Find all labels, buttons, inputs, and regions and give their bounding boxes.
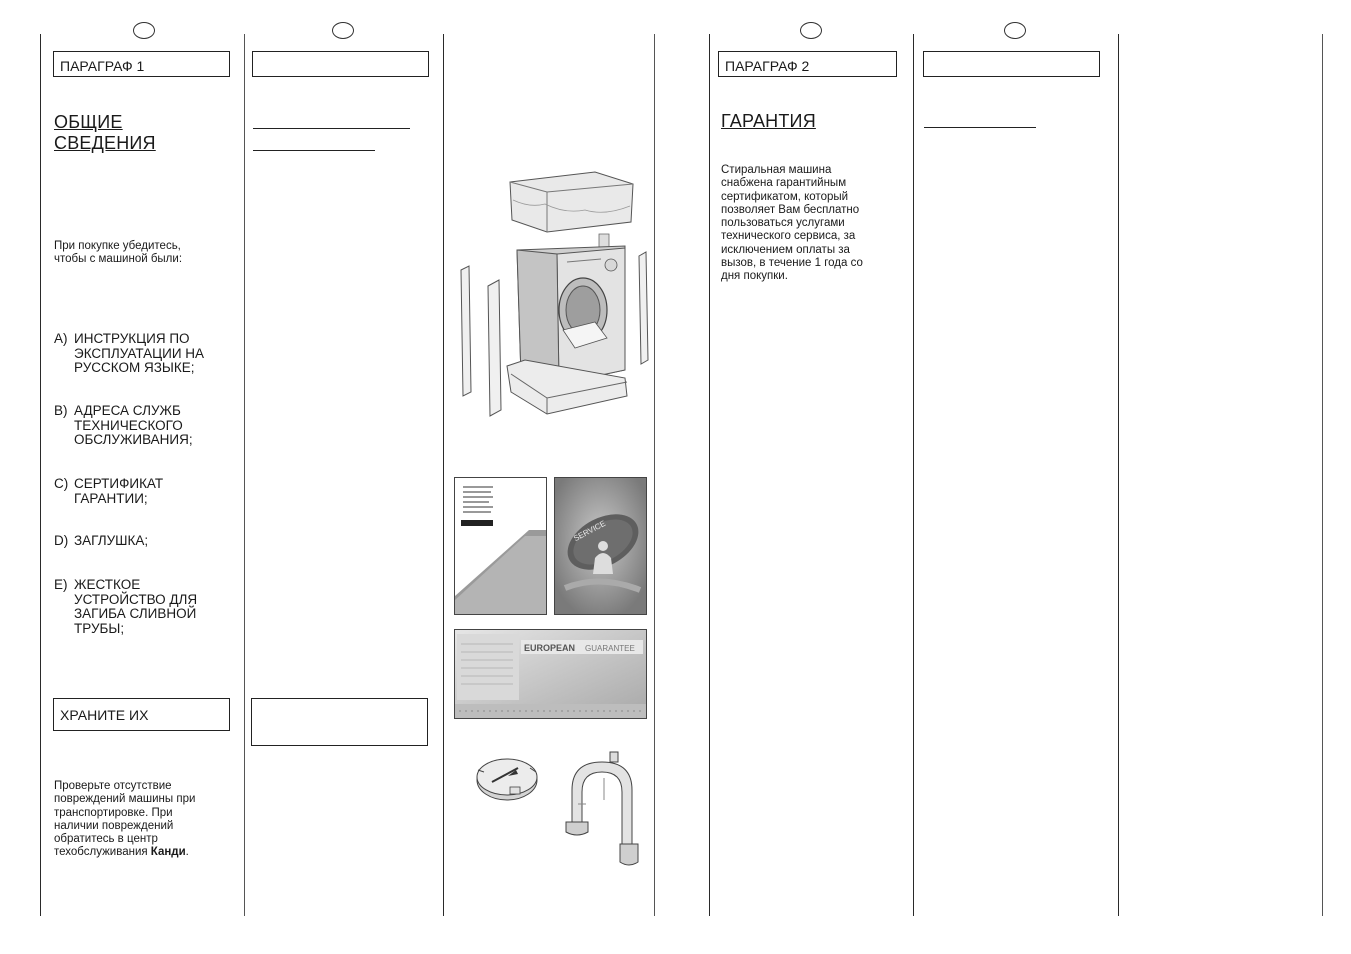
section-title: ОБЩИЕ СВЕДЕНИЯ xyxy=(54,112,156,154)
warranty-line: исключением оплаты за xyxy=(721,243,850,256)
packaging-base-tray xyxy=(506,359,628,415)
language-marker-oval xyxy=(133,22,155,39)
list-item-line: СЕРТИФИКАТ xyxy=(74,476,164,491)
title-placeholder-rule xyxy=(253,128,410,129)
check-line: Проверьте отсутствие xyxy=(54,780,172,792)
column-divider xyxy=(443,34,444,916)
warranty-text: Стиральная машина снабжена гарантийным с… xyxy=(721,164,863,284)
warranty-line: вызов, в течение 1 года со xyxy=(721,257,863,270)
warranty-certificate-image: EUROPEAN GUARANTEE xyxy=(454,629,647,719)
drain-plug-image xyxy=(476,758,538,801)
damage-check-text: Проверьте отсутствие повреждений машины … xyxy=(54,780,195,860)
check-line: транспортировке. При xyxy=(54,806,173,819)
empty-section-label-box xyxy=(923,51,1100,77)
column-divider xyxy=(1118,34,1119,916)
list-item-line: ТЕХНИЧЕСКОГО xyxy=(74,417,183,433)
list-item-line: ЗАГИБА СЛИВНОЙ xyxy=(74,606,197,622)
section-label: ПАРАГРАФ 2 xyxy=(725,58,810,74)
packaging-top-cover xyxy=(509,171,634,233)
column-divider xyxy=(709,34,710,916)
section-label: ПАРАГРАФ 1 xyxy=(60,58,145,74)
keep-notice-box: ХРАНИТЕ ИХ xyxy=(53,698,230,731)
intro-text: При покупке убедитесь, чтобы с машиной б… xyxy=(54,240,182,267)
warranty-line: Стиральная машина xyxy=(721,164,832,176)
list-item-line: ЭКСПЛУАТАЦИИ НА xyxy=(74,345,205,361)
column-divider xyxy=(1322,34,1323,916)
warranty-line: дня покупки. xyxy=(721,270,788,283)
language-marker-oval xyxy=(1004,22,1026,39)
european-word: EUROPEAN xyxy=(524,643,575,653)
check-line: повреждений машины при xyxy=(54,793,196,806)
section-label-box: ПАРАГРАФ 2 xyxy=(718,51,897,77)
keep-notice-label: ХРАНИТЕ ИХ xyxy=(60,707,149,723)
warranty-line: сертификатом, который xyxy=(721,190,849,203)
list-item-line: ТРУБЫ; xyxy=(74,620,125,636)
intro-line: чтобы с машиной были: xyxy=(54,253,183,266)
check-line-end: . xyxy=(185,846,189,859)
instruction-manual-graphic xyxy=(455,486,546,614)
intro-line: При покупке убедитесь, xyxy=(54,240,181,252)
list-item-line: ЗАГЛУШКА; xyxy=(74,533,149,548)
service-booklet-graphic: SERVICE xyxy=(555,478,646,614)
language-marker-oval xyxy=(332,22,354,39)
hose-bend-guide-image xyxy=(565,751,639,866)
column-divider xyxy=(40,34,41,916)
washing-machine-unpacking-illustration xyxy=(460,171,649,417)
check-line: обратитесь в центр xyxy=(54,833,158,846)
column-divider xyxy=(913,34,914,916)
column-divider xyxy=(654,34,655,916)
list-item-line: УСТРОЙСТВО ДЛЯ xyxy=(74,591,198,607)
list-item-letter: B) xyxy=(54,403,68,418)
instruction-manual-image xyxy=(454,477,547,615)
section-label-box: ПАРАГРАФ 1 xyxy=(53,51,230,77)
brand-name: Канди xyxy=(150,846,186,859)
title-placeholder-rule xyxy=(924,127,1036,128)
guarantee-word: GUARANTEE xyxy=(585,644,635,653)
check-line: наличии повреждений xyxy=(54,819,174,832)
language-marker-oval xyxy=(800,22,822,39)
warranty-certificate-graphic: EUROPEAN GUARANTEE xyxy=(455,630,646,718)
check-line: техобслуживания Канди. xyxy=(54,846,195,859)
warranty-line: снабжена гарантийным xyxy=(721,177,847,190)
list-item-line: ГАРАНТИИ; xyxy=(74,490,148,506)
list-item-line: ЖЕСТКОЕ xyxy=(74,577,141,592)
service-booklet-image: SERVICE xyxy=(554,477,647,615)
list-item-line: ИНСТРУКЦИЯ ПО xyxy=(74,331,190,346)
packaging-corner-posts xyxy=(460,251,649,417)
washing-machine xyxy=(516,233,626,385)
title-placeholder-rule xyxy=(253,150,375,151)
section-title-line: ОБЩИЕ xyxy=(54,112,123,132)
list-item-letter: C) xyxy=(54,476,69,491)
list-item-letter: D) xyxy=(54,533,69,548)
empty-notice-box xyxy=(251,698,428,746)
empty-section-label-box xyxy=(252,51,429,77)
section-title: ГАРАНТИЯ xyxy=(721,111,816,131)
column-divider xyxy=(244,34,245,916)
warranty-line: позволяет Вам бесплатно xyxy=(721,203,860,216)
list-item-letter: E) xyxy=(54,577,68,592)
list-item-line: РУССКОМ ЯЗЫКЕ; xyxy=(74,360,195,376)
warranty-line: технического сервиса, за xyxy=(721,230,856,243)
list-item-letter: A) xyxy=(54,331,68,346)
list-item-line: АДРЕСА СЛУЖБ xyxy=(74,403,181,418)
warranty-line: пользоваться услугами xyxy=(721,217,845,230)
list-item-line: ОБСЛУЖИВАНИЯ; xyxy=(74,432,193,448)
section-title-line: СВЕДЕНИЯ xyxy=(54,133,156,153)
check-line-text: техобслуживания xyxy=(54,846,151,859)
